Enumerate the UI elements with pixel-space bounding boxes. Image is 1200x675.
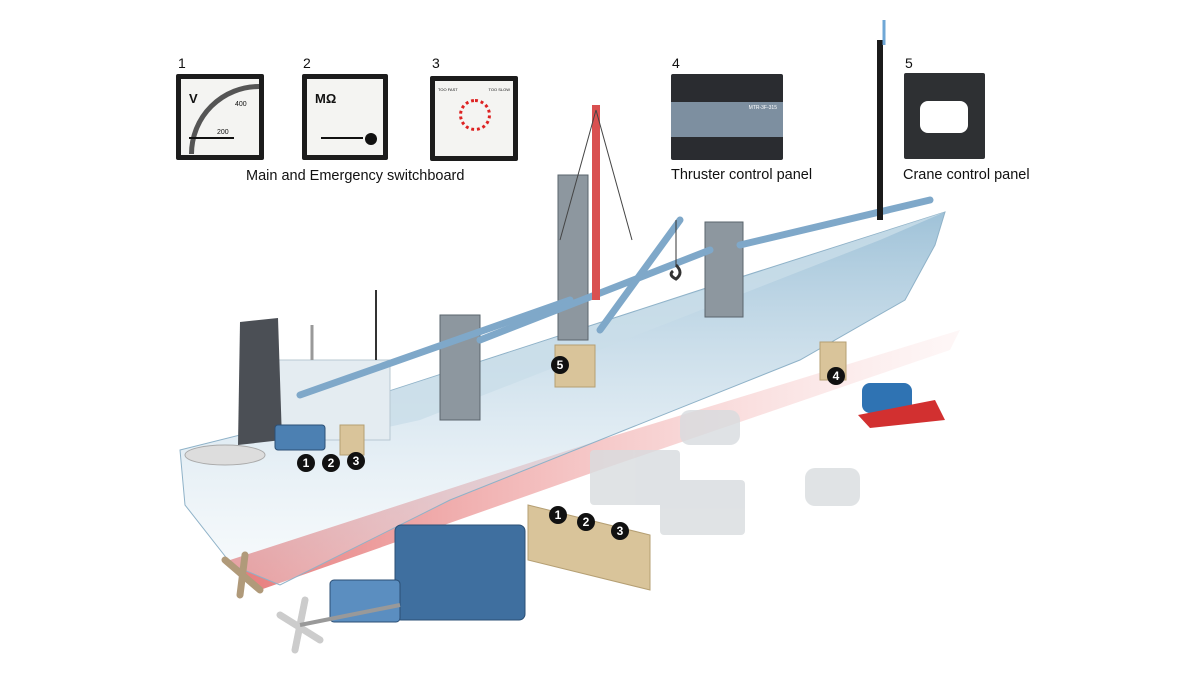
scale-label: 400	[235, 101, 247, 108]
gauge-face: MΩ	[307, 79, 383, 155]
insulation-monitor-gauge: MΩ	[302, 74, 388, 160]
lifeboat	[184, 444, 266, 466]
device-number-5: 5	[905, 55, 913, 71]
device-number-3: 3	[432, 55, 440, 71]
needle	[321, 137, 363, 139]
crane-hook-icon	[669, 263, 682, 281]
crane-caption: Crane control panel	[903, 167, 1030, 183]
current-transformer	[904, 73, 985, 159]
propeller-shaft	[299, 603, 401, 627]
bow-thruster-motor	[858, 383, 945, 428]
voltmeter-gauge: V 200 400	[176, 74, 264, 160]
scale-label: 200	[217, 129, 229, 136]
thruster-controller-module: MTR-3F-315	[671, 74, 783, 160]
mast-stay	[559, 109, 597, 241]
model-label: MTR-3F-315	[748, 105, 777, 111]
funnel	[238, 318, 282, 445]
device-number-2: 2	[303, 55, 311, 71]
gauge-unit: V	[189, 91, 198, 106]
marker-bridge-3: 3	[347, 452, 365, 470]
device-number-1: 1	[178, 55, 186, 71]
marker-engine-3: 3	[611, 522, 629, 540]
marker-engine-1: 1	[549, 506, 567, 524]
hull	[179, 211, 946, 586]
too-slow-label: TOO SLOW	[488, 87, 510, 92]
stern-propeller-icon	[221, 551, 264, 599]
too-fast-label: TOO FAST	[438, 87, 458, 92]
needle	[189, 137, 234, 139]
crane-frames	[439, 174, 744, 421]
marker-bridge-2: 2	[322, 454, 340, 472]
gauge-face: TOO FAST TOO SLOW	[435, 81, 513, 156]
device-number-4: 4	[672, 55, 680, 71]
gauge-face: V 200 400	[181, 79, 259, 155]
knob	[365, 133, 377, 145]
marker-engine-2: 2	[577, 513, 595, 531]
generator-engines-faded	[590, 410, 860, 535]
cable-window	[920, 101, 968, 133]
gauge-unit: MΩ	[315, 91, 337, 106]
led-ring	[459, 99, 491, 131]
main-engine	[274, 424, 526, 623]
marker-crane-5: 5	[551, 356, 569, 374]
switchboard-caption: Main and Emergency switchboard	[246, 168, 465, 184]
module-label-area: MTR-3F-315	[671, 102, 783, 137]
mast-stay	[595, 109, 633, 241]
marker-bridge-1: 1	[297, 454, 315, 472]
synchroscope: TOO FAST TOO SLOW	[430, 76, 518, 161]
cargo-boxes	[339, 341, 847, 591]
marker-thruster-4: 4	[827, 367, 845, 385]
thruster-caption: Thruster control panel	[671, 167, 813, 183]
